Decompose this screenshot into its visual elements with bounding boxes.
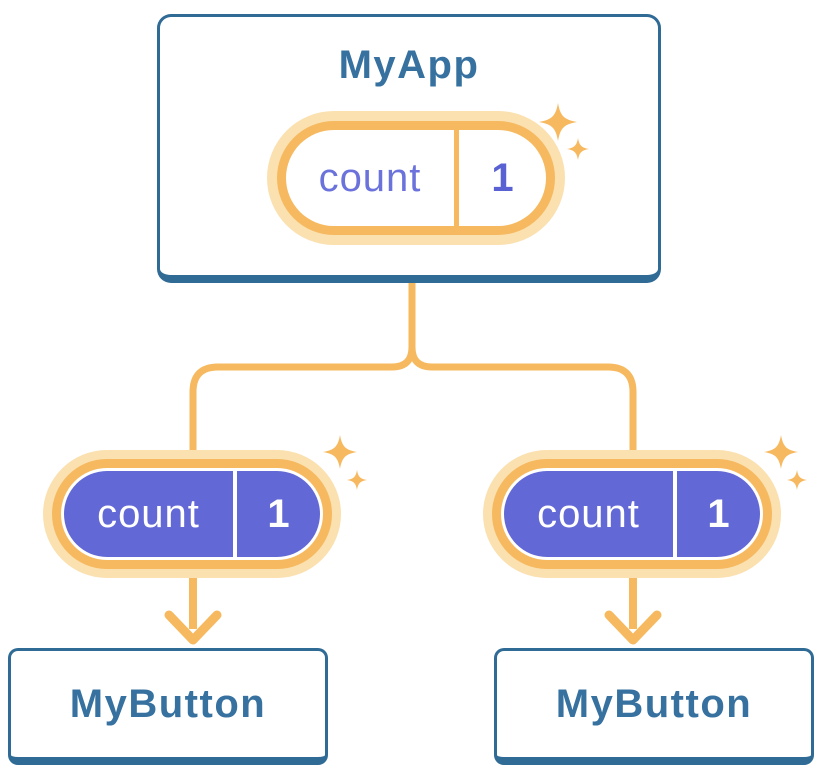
state-pill-ring: count 1 xyxy=(277,121,555,235)
component-card-mybutton-left: MyButton xyxy=(8,648,328,765)
props-pill-gap: count 1 xyxy=(61,468,323,560)
props-pill-ring: count 1 xyxy=(492,459,772,569)
state-pill: count 1 xyxy=(267,111,565,245)
prop-label: count xyxy=(97,491,200,536)
props-pill-left: count 1 xyxy=(43,450,341,578)
component-title: MyButton xyxy=(555,681,753,726)
arrowhead-down-icon xyxy=(164,610,222,645)
pill-divider xyxy=(673,471,677,557)
props-pill-body: count 1 xyxy=(64,471,320,557)
component-title: MyButton xyxy=(69,681,267,726)
state-label: count xyxy=(318,155,422,200)
sparkle-icon xyxy=(764,435,798,469)
pill-divider xyxy=(233,471,237,557)
state-pill-body: count 1 xyxy=(286,130,546,226)
fork-line-left xyxy=(189,280,416,453)
pill-divider xyxy=(454,130,459,226)
props-pill-ring: count 1 xyxy=(52,459,332,569)
component-card-mybutton-right: MyButton xyxy=(494,648,814,765)
props-pill-right: count 1 xyxy=(483,450,781,578)
props-pill-gap: count 1 xyxy=(501,468,763,560)
prop-value: 1 xyxy=(707,491,730,536)
fork-line-right xyxy=(408,280,637,453)
prop-value: 1 xyxy=(267,491,290,536)
props-pill-body: count 1 xyxy=(504,471,760,557)
state-value: 1 xyxy=(491,155,514,200)
component-title: MyApp xyxy=(338,43,480,87)
sparkle-icon xyxy=(323,435,357,469)
prop-label: count xyxy=(537,491,640,536)
sparkle-icon xyxy=(787,470,807,490)
sparkle-icon xyxy=(347,470,367,490)
arrowhead-down-icon xyxy=(604,610,662,645)
